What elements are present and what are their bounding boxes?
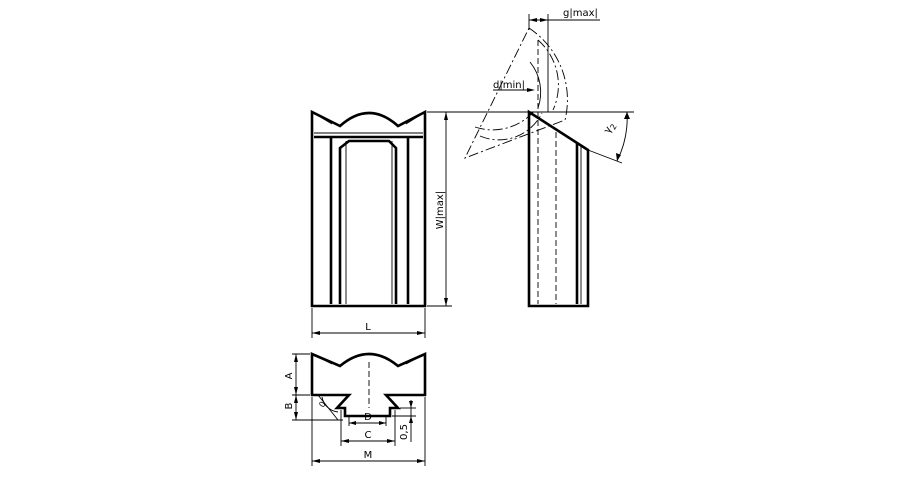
front-view-outline — [310, 109, 427, 308]
label-l: L — [365, 322, 371, 333]
dimension-l: L — [311, 308, 426, 338]
front-vee-edge-right — [405, 111, 426, 125]
tool-sweep-inner-4 — [529, 61, 542, 109]
dimension-c: C — [340, 410, 396, 446]
label-m: M — [364, 450, 373, 461]
label-d: D — [364, 412, 372, 423]
label-w-max: W|max| — [435, 191, 446, 229]
dimension-alpha: 0 — [317, 394, 339, 421]
dimension-g-max: g|max| — [528, 8, 600, 112]
label-alpha: 0 — [317, 400, 327, 409]
label-c: C — [365, 430, 372, 441]
dimension-0-5: 0,5 — [392, 400, 416, 442]
tool-sweep-outer — [464, 27, 568, 159]
end-view-outline — [310, 351, 427, 418]
dimension-w-max: W|max| — [427, 111, 452, 307]
label-gamma: γ2 — [602, 120, 619, 136]
side-view-outline — [527, 109, 590, 308]
dimension-b: B — [284, 395, 343, 421]
tool-sweep-inner-3 — [537, 39, 559, 111]
label-b: B — [284, 402, 295, 409]
front-vee-edge-left — [311, 111, 333, 125]
label-0-5: 0,5 — [399, 424, 410, 440]
dimension-a: A — [284, 353, 310, 396]
dimension-d-min: d|min| — [493, 80, 535, 92]
tool-sweep-inner-1 — [474, 109, 536, 131]
dimension-d: D — [348, 412, 387, 426]
label-a: A — [284, 372, 295, 379]
tool-sweep-inner-2 — [479, 112, 543, 141]
front-slot-outline — [338, 139, 398, 304]
label-d-min: d|min| — [493, 80, 525, 91]
end-vee-edge-right — [405, 353, 426, 365]
label-g-max: g|max| — [563, 8, 598, 19]
side-view — [464, 27, 590, 308]
dimension-gamma: γ2 — [431, 111, 634, 164]
end-vee-edge-left — [311, 353, 333, 365]
dimension-m: M — [311, 397, 426, 466]
end-view — [310, 351, 427, 418]
front-view — [310, 109, 427, 308]
